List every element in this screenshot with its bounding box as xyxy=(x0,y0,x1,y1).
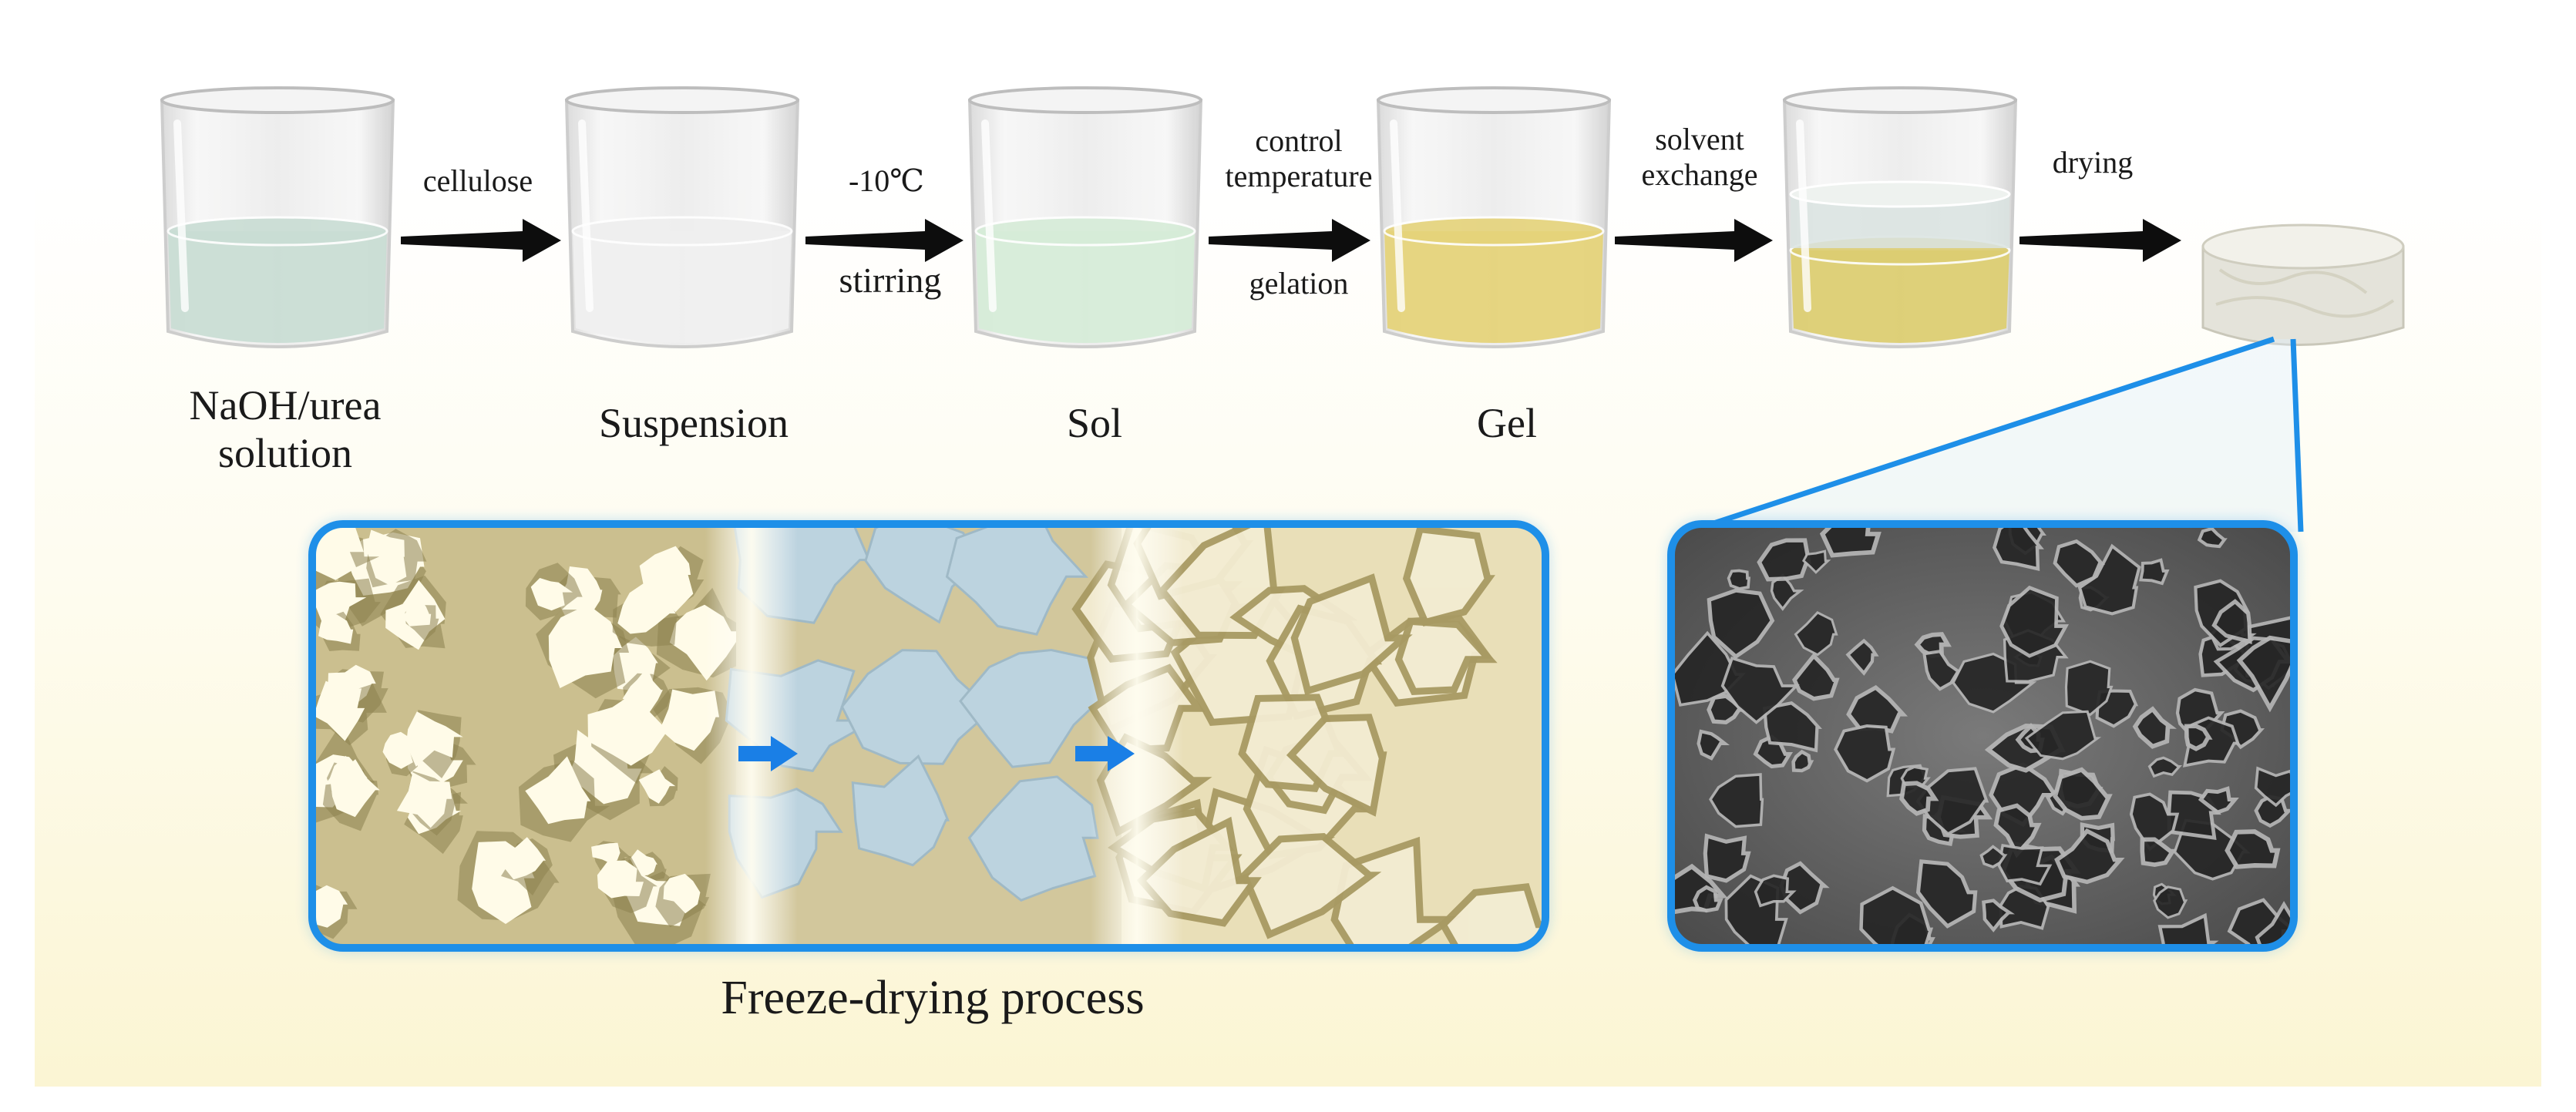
arrow-label-cellulose: cellulose xyxy=(422,163,533,198)
process-arrow-5-icon xyxy=(2019,219,2181,262)
beaker-naoh-icon xyxy=(160,86,395,348)
arrow-label-stirring: stirring xyxy=(839,260,942,300)
zoom-lines xyxy=(1687,336,2304,535)
process-arrow-3-icon xyxy=(1209,219,1370,262)
process-arrow-4-icon xyxy=(1615,219,1773,262)
arrow-label-temperature: -10℃ xyxy=(848,163,925,198)
beaker-suspension-icon xyxy=(564,86,800,348)
freeze-drying-panel xyxy=(308,520,1549,952)
stage-label-gel: Gel xyxy=(1477,400,1537,446)
beaker-gel-icon xyxy=(1376,86,1612,348)
sem-image-panel xyxy=(1667,520,2298,952)
arrow-row xyxy=(401,219,2181,262)
transition-arrow-1-icon xyxy=(738,736,798,771)
arrow-label-drying: drying xyxy=(2052,145,2134,180)
freeze-drying-caption: Freeze-drying process xyxy=(721,972,1145,1024)
stage-label-suspension: Suspension xyxy=(598,400,789,446)
process-arrow-1-icon xyxy=(401,219,561,262)
arrow-label-gelation: gelation xyxy=(1249,266,1349,301)
porous-network-section xyxy=(312,524,758,948)
aerogel-cylinder-icon xyxy=(2201,223,2405,346)
beaker-sol-icon xyxy=(967,86,1203,348)
stage-label-sol: Sol xyxy=(1066,400,1123,446)
transition-arrow-2-icon xyxy=(1075,736,1135,771)
beaker-row xyxy=(160,86,2018,348)
beaker-exchanged-icon xyxy=(1782,86,2018,348)
process-arrow-2-icon xyxy=(805,219,963,262)
